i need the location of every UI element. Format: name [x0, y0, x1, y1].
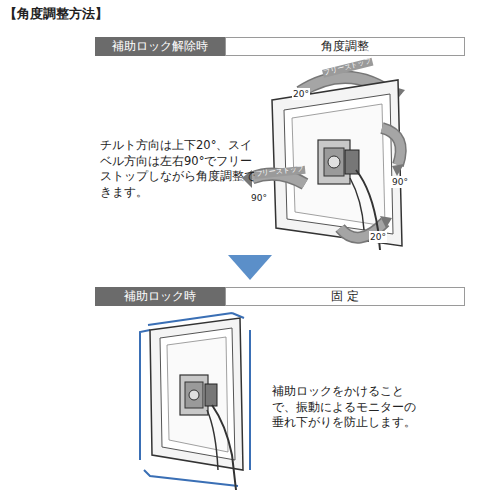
- angle-value: 20°: [369, 231, 387, 243]
- header-cell: 補助ロック解除時: [95, 37, 225, 56]
- angle-value: 90°: [391, 176, 409, 188]
- angle-value: 90°: [250, 192, 268, 204]
- monitor-lower: [140, 313, 250, 490]
- flow-arrow: [228, 255, 272, 280]
- header-cell: 角度調整: [225, 37, 465, 56]
- description: チルト方向は上下20°、スイベル方向は左右90°でフリーストップしながら角度調整…: [100, 138, 258, 200]
- cell-text: 角度調整: [321, 38, 369, 55]
- description: 補助ロックをかけることで、振動によるモニターの垂れ下がりを防止します。: [272, 384, 424, 431]
- cell-text: 補助ロック解除時: [112, 38, 208, 55]
- cell-text: 固 定: [331, 288, 359, 305]
- cell-text: 補助ロック時: [124, 288, 196, 305]
- monitor-upper: [242, 77, 405, 250]
- header-cell: 補助ロック時: [95, 287, 225, 306]
- header-cell: 固 定: [225, 287, 465, 306]
- angle-value: 20°: [292, 88, 310, 100]
- page-title: 【角度調整方法】: [4, 5, 108, 23]
